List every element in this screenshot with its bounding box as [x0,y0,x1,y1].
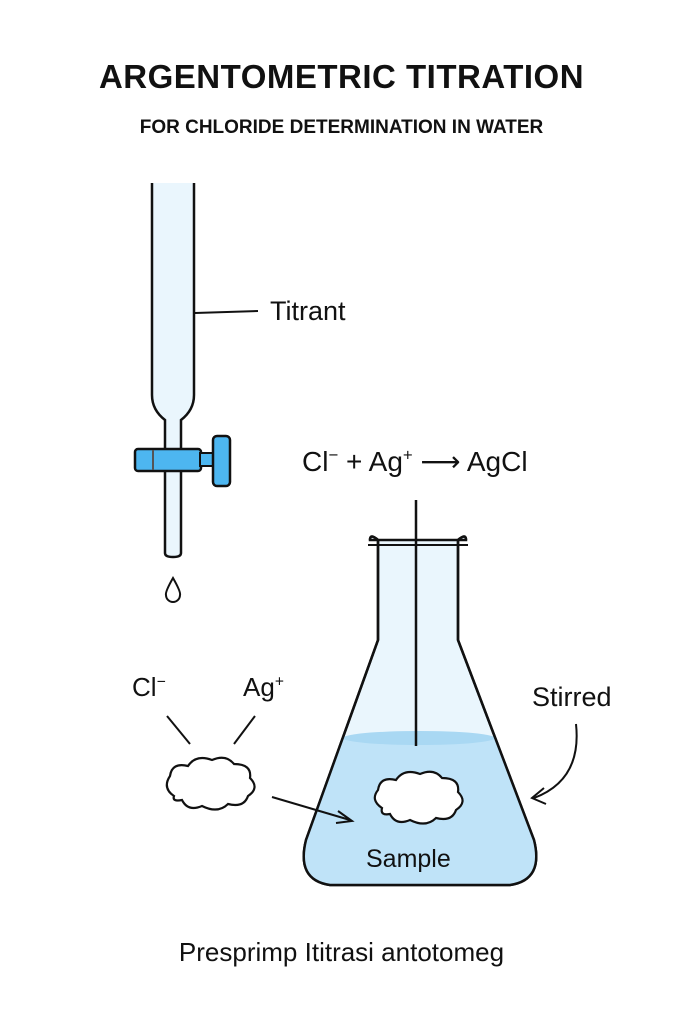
page-subtitle: FOR CHLORIDE DETERMINATION IN WATER [139,117,544,138]
eq-ag-charge: + [402,445,413,465]
erlenmeyer-flask [302,535,538,887]
eq-ag: Ag [368,446,403,477]
ag-text: Ag [243,672,275,702]
eq-plus: + [338,446,369,477]
eq-arrow: ⟶ [412,446,467,477]
titrant-label: Titrant [270,296,346,326]
stirred-label: Stirred [532,682,612,712]
stopcock[interactable] [133,434,232,488]
page-title: ARGENTOMETRIC TITRATION [98,58,585,95]
eq-cl: Cl [302,446,329,477]
arrow-to-flask [271,796,355,824]
cl-text: Cl [132,672,157,702]
chloride-ion-label: Cl− [132,672,166,703]
titrant-pointer-line [194,310,259,314]
ag-charge: + [274,673,284,691]
sample-label: Sample [366,845,451,873]
reaction-equation: Cl− + Ag+ ⟶ AgCl [302,445,528,478]
stirred-arrow [530,723,578,805]
eq-product: AgCl [466,446,528,477]
drop-icon [164,575,182,603]
agcl-cloud-icon [165,756,256,811]
burette [150,183,259,559]
silver-ion-label: Ag+ [243,672,284,703]
precipitate-cloud-icon [373,770,464,825]
caption: Presprimp Ititrasi antotomeg [178,937,505,967]
cl-bond-line [166,715,191,745]
eq-cl-charge: − [328,445,339,465]
ag-bond-line [233,715,256,745]
cl-charge: − [156,673,166,691]
